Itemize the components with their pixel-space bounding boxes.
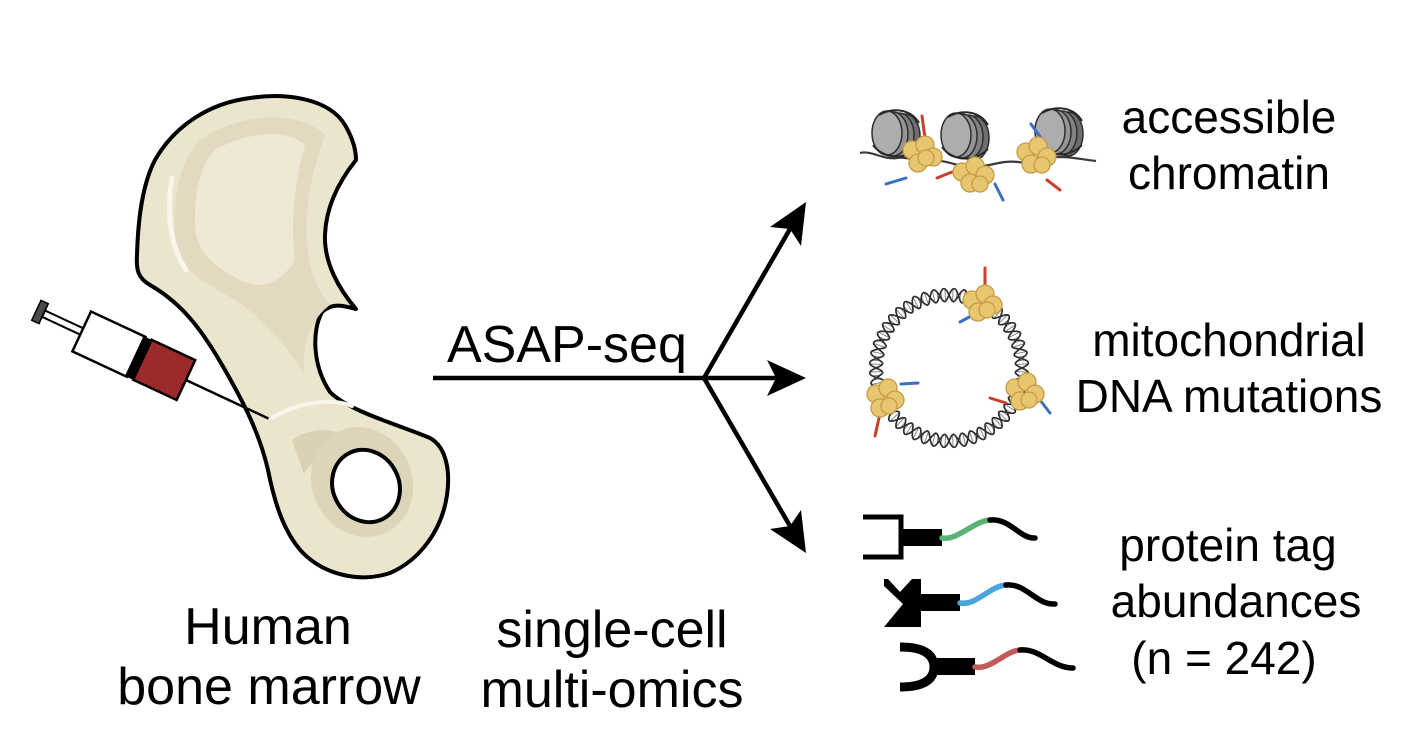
- output-protein-line-2: abundances: [1111, 575, 1362, 627]
- arrowhead-up: [770, 202, 806, 246]
- protein-blob: [952, 156, 995, 193]
- syringe-icon: [30, 299, 269, 420]
- antibody-tag-blue: [884, 579, 1058, 627]
- bone-highlight: [270, 400, 354, 420]
- antibody-tag-icon: [863, 514, 1076, 692]
- oligo-tail: [1003, 582, 1058, 607]
- antibody-tag-red: [899, 642, 1076, 692]
- protein-blob: [962, 284, 1003, 322]
- output-chromatin-line-2: chromatin: [1128, 147, 1330, 199]
- input-label-line-2: bone marrow: [117, 658, 421, 716]
- antibody-stem: [901, 529, 942, 546]
- chromatin-marks-red: [920, 114, 1062, 192]
- syringe-needle: [185, 378, 269, 420]
- output-mtdna-line-2: DNA mutations: [1076, 370, 1383, 422]
- oligo-barcode-red: [972, 647, 1023, 670]
- protein-blob-lobe: [978, 301, 996, 319]
- protein-blob: [866, 378, 905, 418]
- output-chromatin-line-1: accessible: [1122, 91, 1337, 143]
- protein-blob: [902, 135, 943, 173]
- output-protein-line-1: protein tag: [1119, 519, 1336, 571]
- wrapped-dna: [941, 146, 989, 160]
- blue-mark: [993, 182, 1005, 202]
- dna-strand: [868, 287, 1030, 449]
- wrapped-dna: [947, 111, 989, 126]
- antibody-stem: [919, 594, 960, 611]
- bone-foramen-hole: [330, 447, 402, 525]
- red-mark: [988, 396, 1008, 405]
- approach-label-line-1: single-cell: [496, 601, 727, 659]
- approach-label-line-2: multi-omics: [481, 661, 744, 719]
- blue-mark: [1038, 398, 1052, 415]
- red-mark: [1045, 178, 1062, 192]
- blue-mark: [899, 381, 920, 386]
- oligo-barcode-green: [939, 517, 993, 541]
- oligo-tail: [1017, 647, 1076, 671]
- oligo-tail: [987, 517, 1038, 541]
- antibody-receptor: [863, 514, 904, 560]
- antibody-receptor: [899, 642, 939, 692]
- antibody-tag-green: [863, 514, 1038, 560]
- dna-base-pairs: [869, 288, 1029, 448]
- flow-arrows: [433, 202, 806, 553]
- arrowhead-mid: [767, 360, 806, 396]
- antibody-receptor: [884, 579, 921, 627]
- arrowhead-down: [770, 510, 806, 553]
- dna-strand: [868, 287, 1030, 449]
- wrapped-dna: [878, 109, 920, 124]
- plunger-rod: [40, 309, 85, 336]
- wrapped-dna: [1041, 107, 1083, 122]
- protein-blob: [1005, 372, 1045, 411]
- arrow-shaft-up: [702, 227, 792, 380]
- protein-blob-lobe: [1020, 391, 1038, 409]
- bone-highlight: [166, 175, 189, 273]
- antibody-stem: [934, 658, 975, 675]
- chromatin-marks-blue: [884, 122, 1043, 202]
- red-mark: [873, 416, 881, 438]
- red-mark: [935, 170, 954, 180]
- protein-blob-lobe: [971, 175, 989, 193]
- plunger-seal: [124, 336, 152, 380]
- input-label-line-1: Human: [184, 598, 352, 656]
- oligo-barcode-blue: [957, 582, 1009, 606]
- arrow-shaft-down: [702, 376, 792, 528]
- bone-inner-surface: [195, 134, 305, 285]
- blue-mark: [1029, 122, 1043, 140]
- hip-bone-icon: [134, 94, 451, 580]
- protein-blob-lobe: [917, 149, 935, 167]
- blue-mark: [884, 176, 908, 186]
- output-mtdna-line-1: mitochondrial: [1092, 314, 1366, 366]
- method-label: ASAP-seq: [447, 316, 687, 374]
- output-protein-line-3: (n = 242): [1131, 632, 1316, 684]
- red-mark: [920, 114, 927, 140]
- protein-blob-lobe: [1033, 156, 1051, 174]
- protein-blob: [1016, 136, 1057, 174]
- nucleosome: [940, 111, 990, 161]
- protein-blob-lobe: [880, 397, 898, 415]
- chromatin-icon: [859, 107, 1097, 202]
- mitochondrial-dna-icon: [866, 266, 1052, 449]
